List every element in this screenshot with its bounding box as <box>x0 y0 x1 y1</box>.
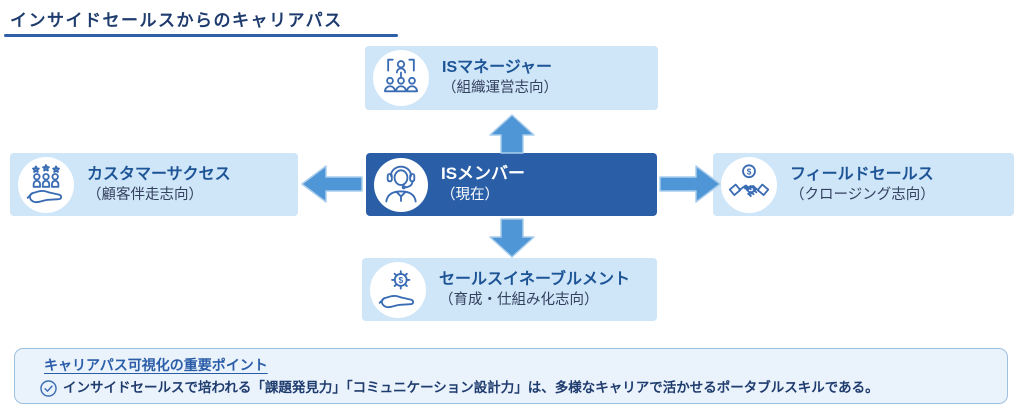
box-title: ISメンバー <box>441 164 526 184</box>
career-box-customer-success: カスタマーサクセス （顧客伴走志向） <box>10 153 298 216</box>
title-underline <box>4 34 398 37</box>
key-point-note: キャリアパス可視化の重要ポイント インサイドセールスで培われる「課題発見力」「コ… <box>14 348 1008 404</box>
hand-customers-stars-icon <box>18 156 74 213</box>
box-title: セールスイネーブルメント <box>439 270 631 288</box>
box-subtitle: （クロージング志向） <box>790 186 935 203</box>
svg-text:$: $ <box>747 167 752 176</box>
box-subtitle: （顧客伴走志向） <box>87 186 203 203</box>
note-heading: キャリアパス可視化の重要ポイント <box>44 357 268 373</box>
career-box-field-sales: $ フィールドセールス （クロージング志向） <box>713 153 1014 216</box>
box-title: カスタマーサクセス <box>87 165 231 183</box>
box-title: ISマネージャー <box>442 59 552 77</box>
box-title: フィールドセールス <box>790 165 934 183</box>
handshake-dollar-icon: $ <box>721 156 777 213</box>
arrow-up-icon <box>489 114 535 154</box>
arrow-left-icon <box>301 165 363 203</box>
note-body: インサイドセールスで培われる「課題発見力」「コミュニケーション設計力」は、多様な… <box>63 380 879 395</box>
hand-gear-dollar-icon: $ <box>370 261 426 318</box>
career-box-sales-enablement: $ セールスイネーブルメント （育成・仕組み化志向） <box>362 258 657 321</box>
svg-text:$: $ <box>398 276 403 285</box>
arrow-down-icon <box>489 218 535 258</box>
box-subtitle: （現在） <box>441 187 499 204</box>
check-circle-icon <box>40 379 57 397</box>
box-subtitle: （育成・仕組み化志向） <box>439 291 599 308</box>
page-title: インサイドセールスからのキャリアパス <box>10 11 343 30</box>
org-team-icon <box>373 50 429 106</box>
box-subtitle: （組織運営志向） <box>442 80 558 97</box>
career-box-is-manager: ISマネージャー （組織運営志向） <box>365 46 658 110</box>
arrow-right-icon <box>659 165 721 203</box>
career-box-is-member-current: ISメンバー （現在） <box>366 153 657 216</box>
headset-agent-icon <box>374 157 428 212</box>
